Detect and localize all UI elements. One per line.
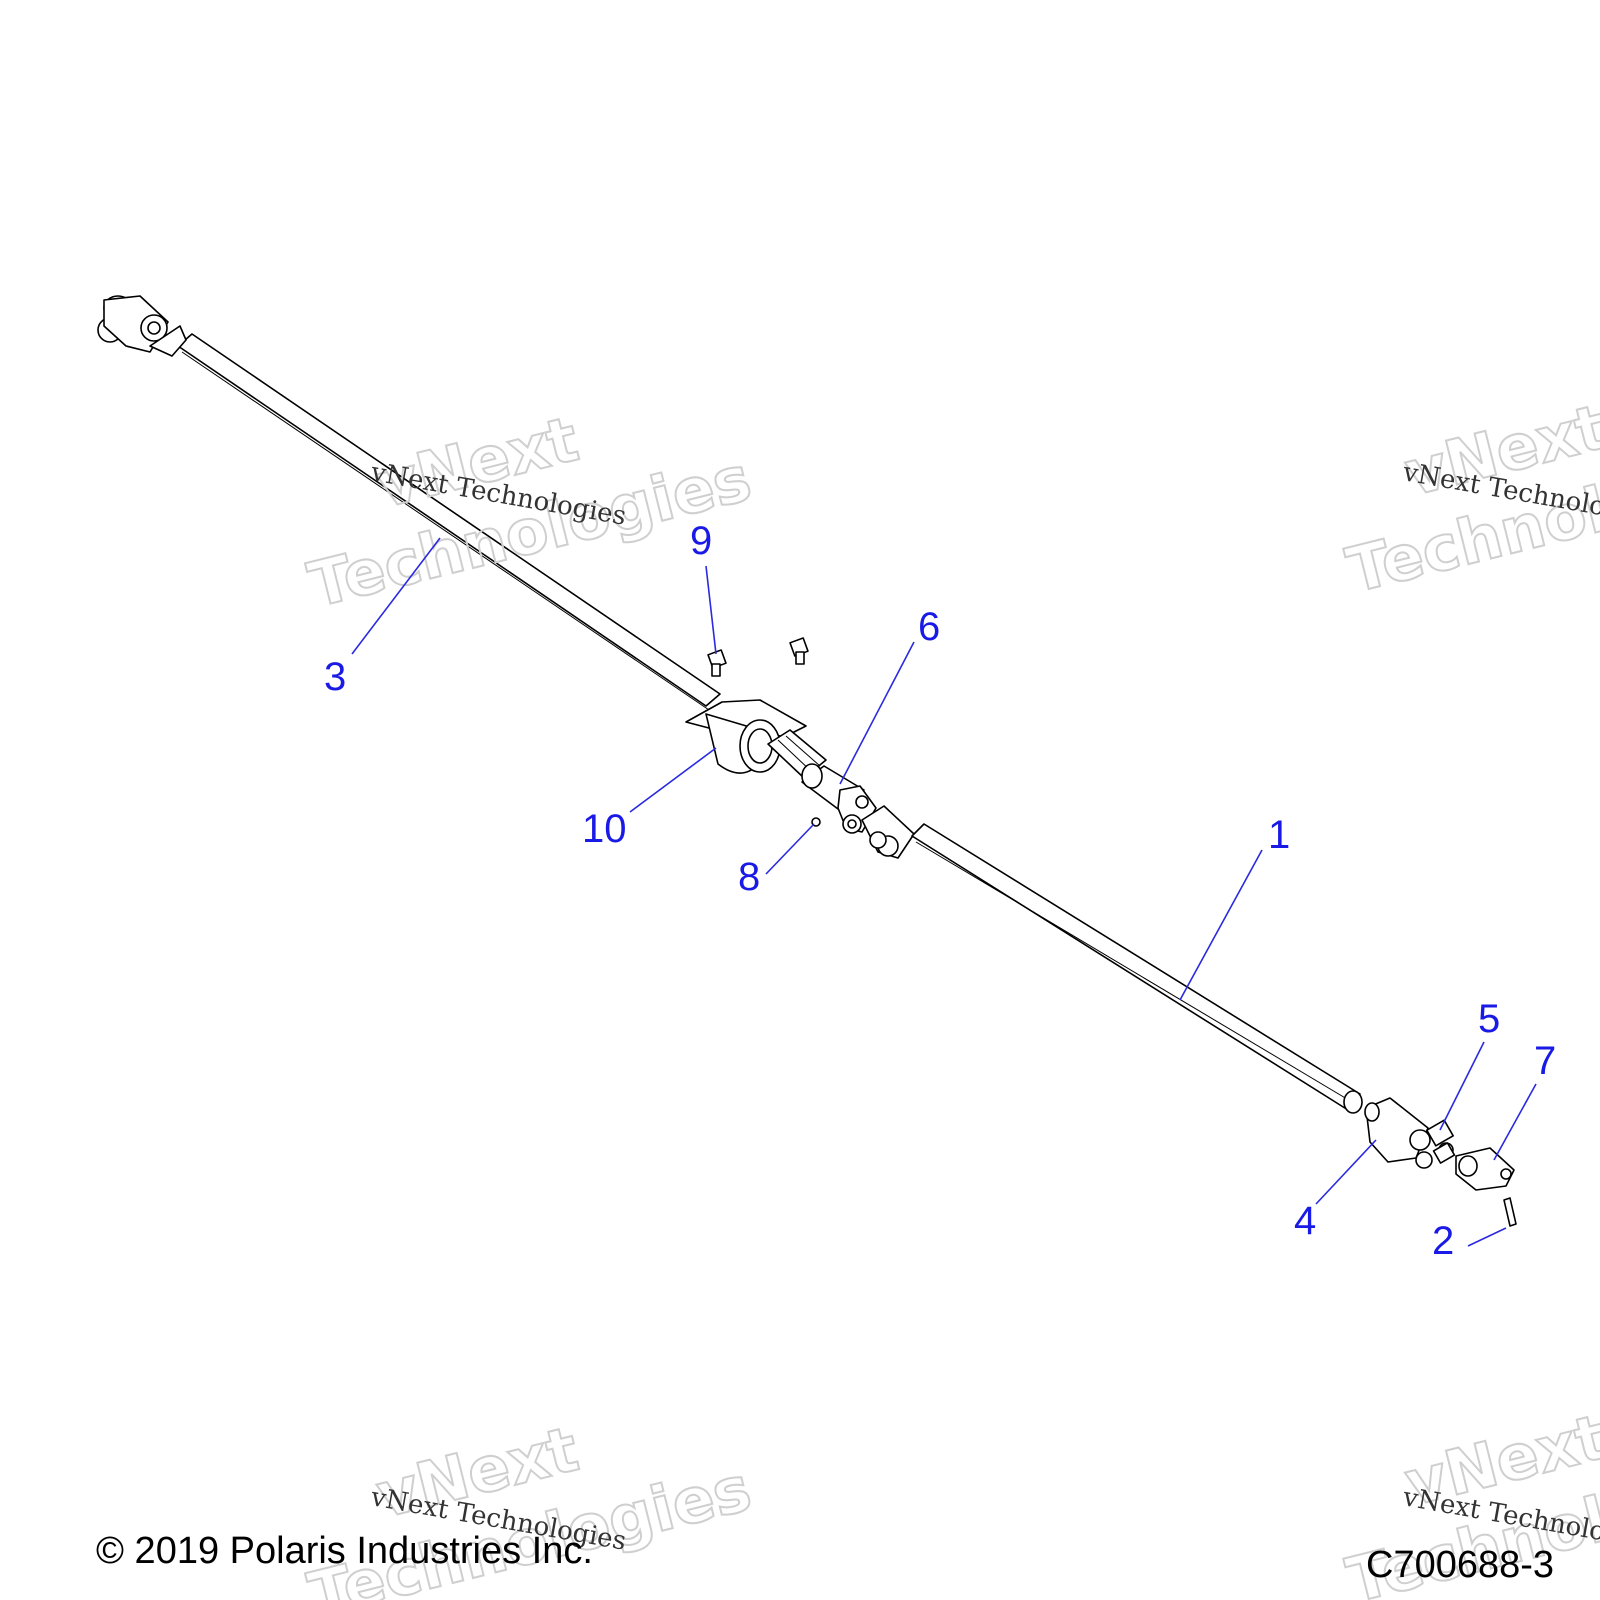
leader-9	[705, 565, 717, 655]
cross-and-bearing	[1415, 1119, 1456, 1169]
leader-1	[1179, 849, 1263, 1001]
end-yoke	[1364, 1097, 1431, 1163]
callout-8: 8	[738, 855, 760, 899]
leader-5	[1439, 1041, 1485, 1131]
leader-4	[1315, 1139, 1377, 1205]
leader-10	[629, 747, 717, 813]
callout-10: 10	[582, 807, 627, 851]
rear-yoke	[97, 295, 187, 357]
leader-7	[1493, 1083, 1537, 1161]
yoke-end	[1455, 1147, 1515, 1191]
callout-2: 2	[1432, 1219, 1454, 1263]
center-bearing	[685, 699, 827, 779]
leader-2	[1467, 1227, 1507, 1247]
leader-6	[839, 641, 915, 785]
callout-7: 7	[1534, 1039, 1556, 1083]
callout-6: 6	[918, 605, 940, 649]
drawing-id: C700688-3	[1366, 1544, 1555, 1586]
callout-1: 1	[1268, 813, 1290, 857]
callout-5: 5	[1478, 997, 1500, 1041]
roll-pin	[1503, 1197, 1517, 1227]
callout-9: 9	[690, 519, 712, 563]
rear-prop-shaft	[97, 295, 721, 713]
front-prop-shaft	[861, 805, 1363, 1114]
slip-yoke	[801, 763, 877, 834]
leader-3	[351, 537, 441, 655]
leader-8	[765, 823, 815, 875]
bolt-right	[789, 637, 809, 665]
copyright-notice: © 2019 Polaris Industries Inc.	[96, 1530, 593, 1572]
callout-4: 4	[1294, 1199, 1316, 1243]
callout-3: 3	[324, 655, 346, 699]
bolt-left	[707, 649, 727, 677]
